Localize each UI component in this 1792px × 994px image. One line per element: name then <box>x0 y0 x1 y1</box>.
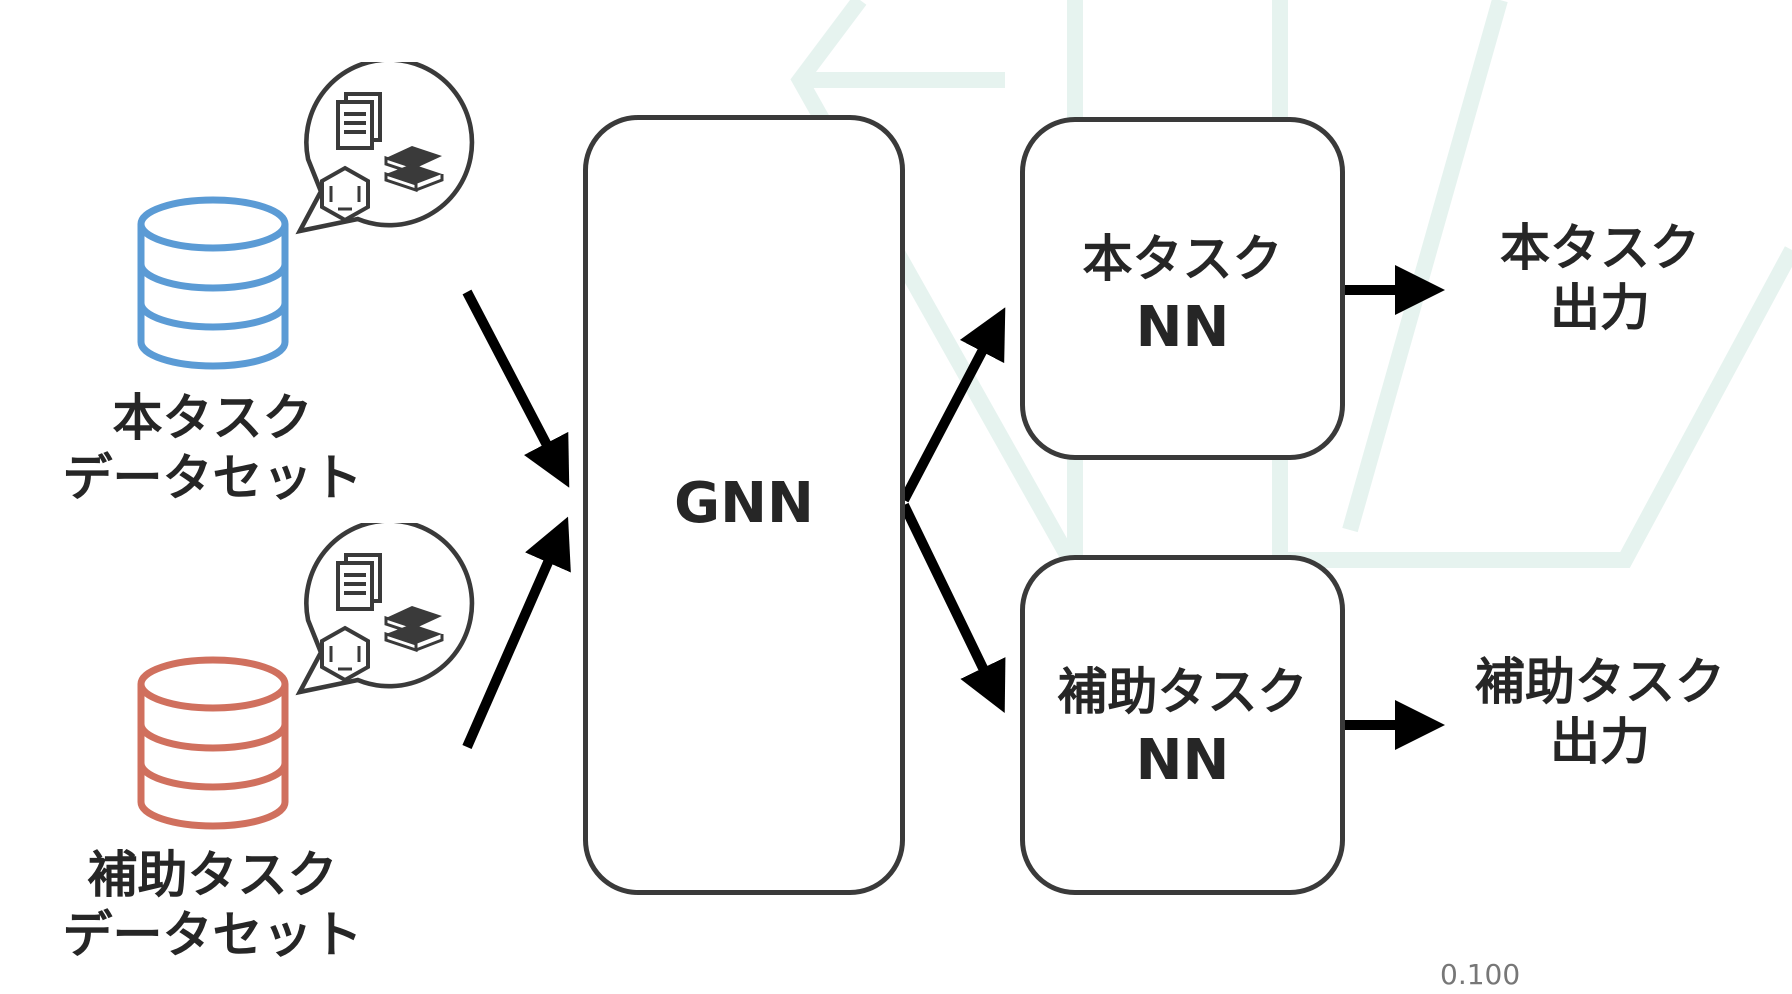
aux-nn-label-line1: 補助タスク <box>1057 663 1308 721</box>
gnn-label: GNN <box>674 471 814 536</box>
aux-dataset-label-line1: 補助タスク <box>87 846 338 904</box>
database-icon <box>137 656 289 830</box>
aux-nn-box: 補助タスク NN <box>1020 555 1345 895</box>
aux-output-label: 補助タスク 出力 <box>1455 652 1745 772</box>
main-nn-label-line2: NN <box>1135 295 1230 360</box>
aux-nn-label-line2: NN <box>1135 728 1230 793</box>
main-nn-label-line1: 本タスク <box>1082 230 1283 288</box>
speech-bubble-icon <box>295 523 475 696</box>
main-output-label-line2: 出力 <box>1550 279 1650 337</box>
main-dataset-label: 本タスク データセット <box>40 388 385 508</box>
main-output-label-line1: 本タスク <box>1500 219 1700 277</box>
arrow-aux-dataset-to-gnn <box>462 516 571 750</box>
books-icon <box>384 606 444 653</box>
page-number: 0.100 <box>1440 958 1521 991</box>
benzene-ring-icon <box>320 625 370 683</box>
document-icon <box>336 553 382 611</box>
aux-dataset-label-line2: データセット <box>62 906 363 964</box>
main-dataset-label-line2: データセット <box>62 449 363 507</box>
main-output-label: 本タスク 出力 <box>1455 218 1745 338</box>
aux-output-label-line2: 出力 <box>1550 713 1650 771</box>
arrow-gnn-to-main-nn <box>899 307 1006 503</box>
gnn-box: GNN <box>583 115 905 895</box>
speech-bubble-icon <box>295 62 475 235</box>
benzene-ring-icon <box>320 165 370 223</box>
books-icon <box>384 146 444 193</box>
main-nn-box: 本タスク NN <box>1020 117 1345 460</box>
aux-dataset-label: 補助タスク データセット <box>40 845 385 965</box>
main-dataset-label-line1: 本タスク <box>112 389 313 447</box>
document-icon <box>336 92 382 150</box>
arrow-main-dataset-to-gnn <box>462 289 570 488</box>
main-nn-label: 本タスク NN <box>1025 227 1340 365</box>
database-icon <box>137 196 289 370</box>
aux-output-label-line1: 補助タスク <box>1475 653 1725 711</box>
aux-nn-label: 補助タスク NN <box>1025 660 1340 798</box>
arrow-gnn-to-aux-nn <box>899 502 1006 714</box>
